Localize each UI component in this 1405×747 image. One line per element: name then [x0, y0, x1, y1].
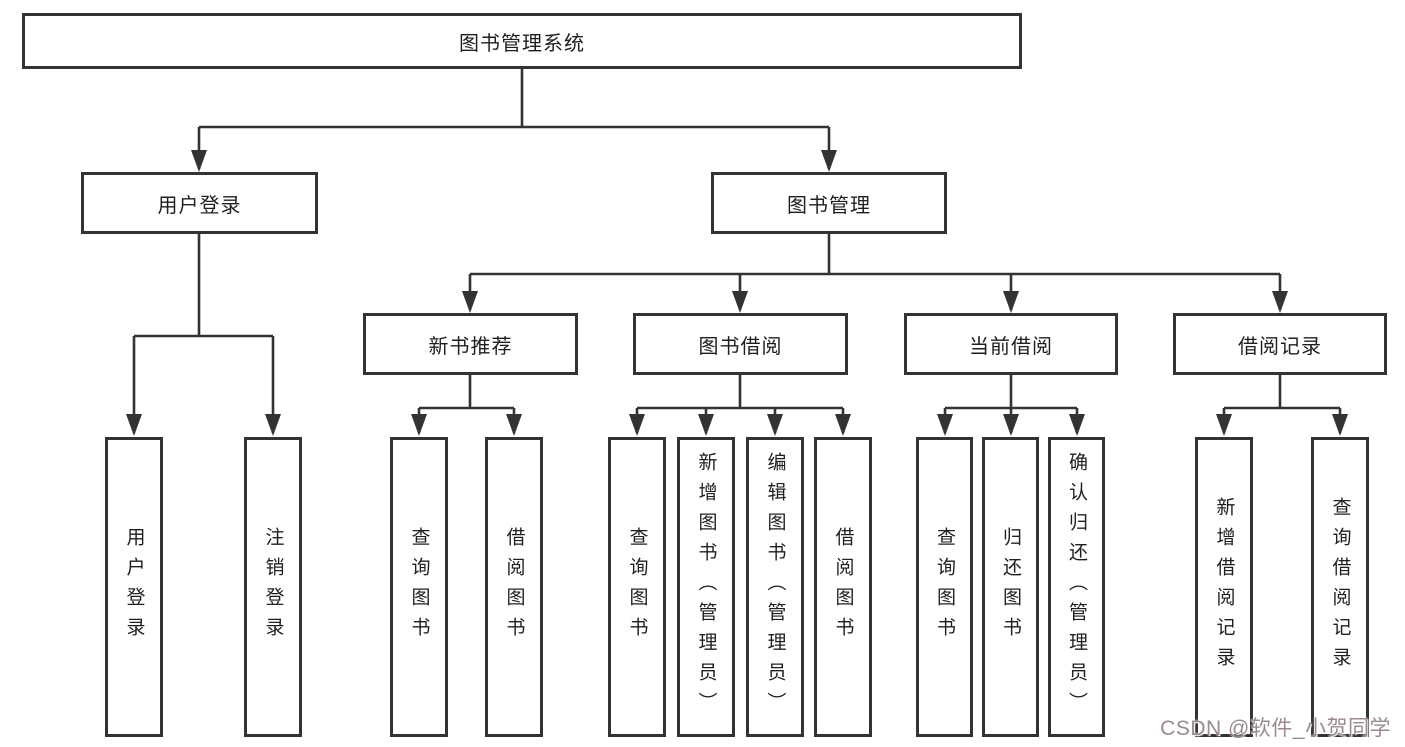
- node-leaf-query-book-2: 查询图书: [608, 437, 666, 737]
- node-leaf-add-book-admin-label: 新增图书（管理员）: [695, 452, 717, 722]
- node-leaf-logout-label: 注销登录: [262, 527, 284, 647]
- node-leaf-confirm-return: 确认归还（管理员）: [1048, 437, 1105, 737]
- node-leaf-query-borrow-rec-label: 查询借阅记录: [1329, 497, 1351, 677]
- node-leaf-add-borrow-rec-label: 新增借阅记录: [1213, 497, 1235, 677]
- node-leaf-borrow-book-2-label: 借阅图书: [832, 527, 854, 647]
- node-leaf-user-login-label: 用户登录: [123, 527, 145, 647]
- node-leaf-add-book-admin: 新增图书（管理员）: [677, 437, 735, 737]
- node-borrow-records: 借阅记录: [1173, 313, 1387, 375]
- node-book-borrow: 图书借阅: [633, 313, 848, 375]
- node-leaf-return-book: 归还图书: [982, 437, 1039, 737]
- node-root-label: 图书管理系统: [459, 32, 585, 55]
- watermark: CSDN @软件_小贺同学: [1160, 717, 1391, 740]
- node-leaf-edit-book-admin: 编辑图书（管理员）: [746, 437, 804, 737]
- node-leaf-query-book-1-label: 查询图书: [408, 527, 430, 647]
- connector-elbows: [134, 69, 1340, 410]
- node-user-login-label: 用户登录: [157, 194, 242, 217]
- node-root: 图书管理系统: [22, 13, 1022, 69]
- node-leaf-query-book-1: 查询图书: [390, 437, 448, 737]
- node-leaf-query-book-3: 查询图书: [916, 437, 973, 737]
- node-book-management-label: 图书管理: [787, 194, 871, 217]
- node-leaf-user-login: 用户登录: [105, 437, 163, 737]
- node-book-borrow-label: 图书借阅: [698, 335, 783, 358]
- node-book-management: 图书管理: [711, 172, 947, 234]
- node-leaf-query-borrow-rec: 查询借阅记录: [1311, 437, 1369, 737]
- node-leaf-query-book-3-label: 查询图书: [934, 527, 955, 647]
- node-current-borrow: 当前借阅: [904, 313, 1118, 375]
- node-new-book-recommend-label: 新书推荐: [428, 335, 513, 358]
- node-leaf-query-book-2-label: 查询图书: [626, 527, 648, 647]
- node-leaf-edit-book-admin-label: 编辑图书（管理员）: [764, 452, 786, 722]
- node-leaf-logout: 注销登录: [244, 437, 302, 737]
- node-leaf-borrow-book-1-label: 借阅图书: [503, 527, 525, 647]
- node-leaf-confirm-return-label: 确认归还（管理员）: [1066, 452, 1087, 722]
- node-leaf-return-book-label: 归还图书: [1000, 527, 1021, 647]
- node-leaf-borrow-book-1: 借阅图书: [485, 437, 543, 737]
- node-new-book-recommend: 新书推荐: [363, 313, 578, 375]
- node-current-borrow-label: 当前借阅: [969, 335, 1053, 358]
- node-borrow-records-label: 借阅记录: [1238, 335, 1322, 358]
- node-leaf-add-borrow-rec: 新增借阅记录: [1195, 437, 1253, 737]
- connector-arrows: [126, 127, 1348, 436]
- node-leaf-borrow-book-2: 借阅图书: [814, 437, 872, 737]
- node-user-login: 用户登录: [81, 172, 318, 234]
